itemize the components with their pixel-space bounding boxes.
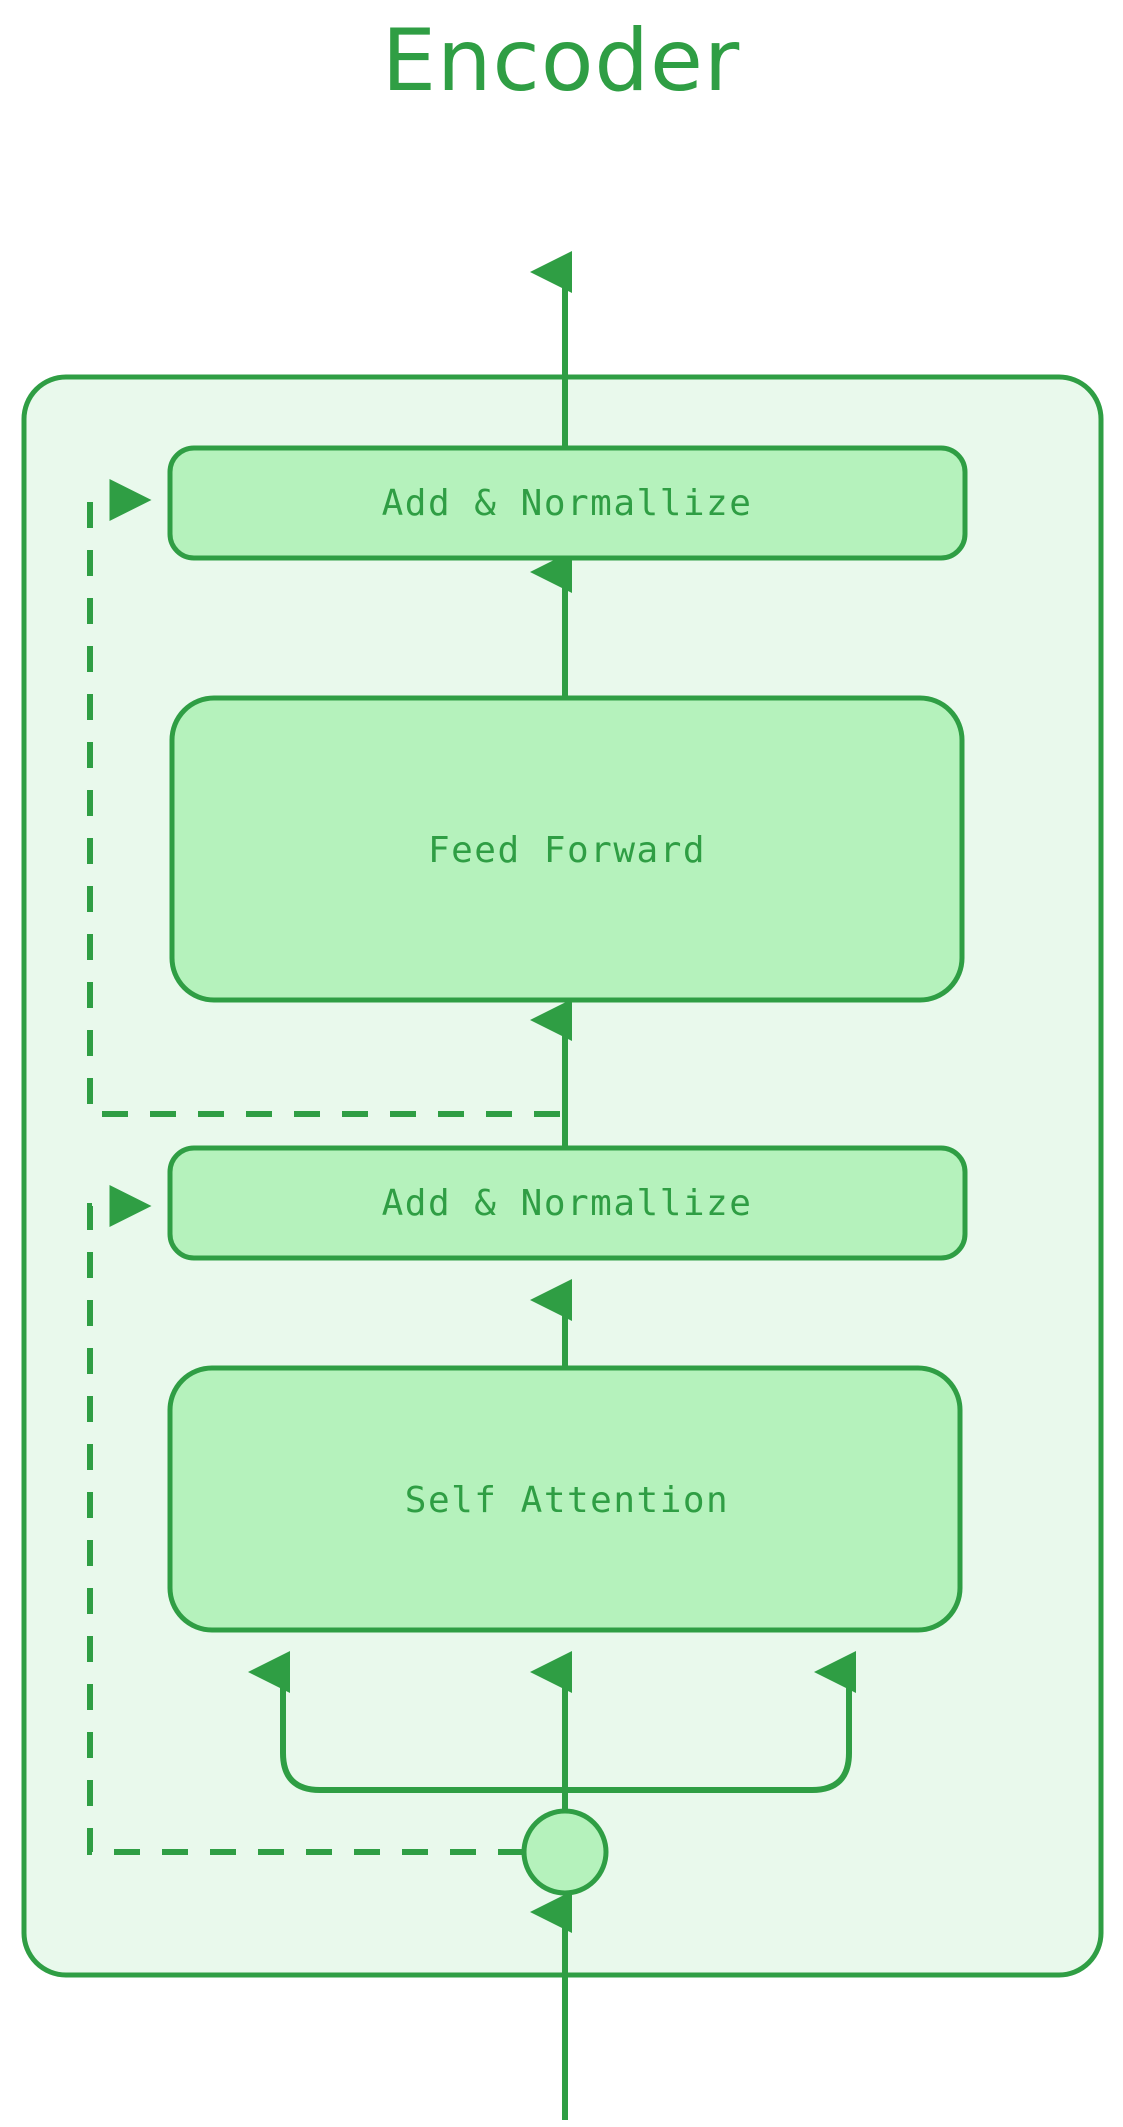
node-input-junction-shape (521, 1808, 609, 1896)
edge-junction-to-attention-left (248, 1651, 565, 1793)
edge-junction-to-attention-right (565, 1651, 856, 1793)
node-input-junction[interactable] (521, 1808, 609, 1896)
node-self-attention-shape (167, 1365, 963, 1633)
node-add-normalize-top-shape (167, 445, 968, 561)
edge-residual-top (87, 479, 560, 1117)
node-add-normalize-bottom-shape (167, 1145, 968, 1261)
node-add-normalize-top-label: Add & Normallize (382, 483, 753, 524)
node-add-normalize-bottom[interactable]: Add & Normallize (167, 1145, 968, 1261)
node-self-attention-label: Self Attention (405, 1480, 729, 1521)
node-feed-forward[interactable]: Feed Forward (169, 695, 965, 1003)
node-feed-forward-shape (169, 695, 965, 1003)
node-feed-forward-label: Feed Forward (428, 830, 706, 871)
edge-residual-bottom (87, 1185, 524, 1855)
page-title: Encoder (382, 11, 741, 111)
node-add-normalize-top[interactable]: Add & Normallize (167, 445, 968, 561)
node-self-attention[interactable]: Self Attention (167, 1365, 963, 1633)
node-add-normalize-bottom-label: Add & Normallize (382, 1183, 753, 1224)
